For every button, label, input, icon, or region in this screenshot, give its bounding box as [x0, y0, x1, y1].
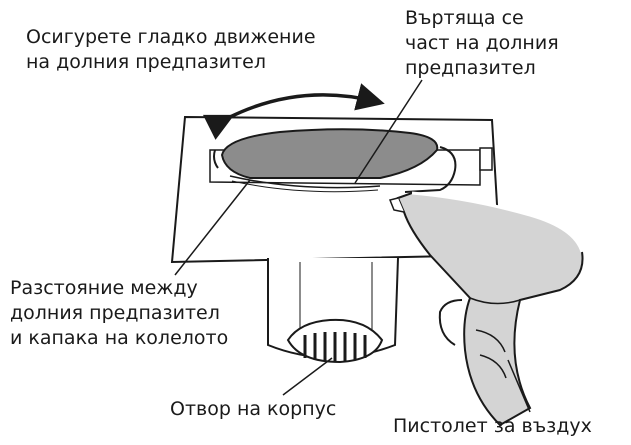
label-air-gun: Пистолет за въздух — [393, 415, 592, 437]
label-housing-opening: Отвор на корпус — [170, 398, 337, 420]
label-smooth-motion-line-1: Осигурете гладко движение — [26, 26, 316, 48]
label-rotating-part-line-3: предпазител — [405, 57, 536, 79]
label-gap-line-1: Разстояние между — [10, 277, 198, 299]
leader-lines — [174, 79, 531, 413]
label-smooth-motion-line-2: на долния предпазител — [26, 51, 266, 73]
double-arrow-icon — [202, 83, 385, 140]
housing-vent — [286, 318, 384, 364]
air-gun-icon — [388, 191, 584, 427]
label-gap-line-2: долния предпазител — [10, 302, 220, 324]
label-rotating-part-line-1: Въртяща се — [405, 7, 524, 29]
lower-guard — [213, 128, 493, 193]
label-gap-line-3: и капака на колелото — [10, 327, 229, 349]
label-gap: Разстояние между долния предпазител и ка… — [10, 276, 228, 351]
label-rotating-part: Въртяща се част на долния предпазител — [405, 6, 559, 81]
label-smooth-motion: Осигурете гладко движение на долния пред… — [26, 25, 316, 75]
label-rotating-part-line-2: част на долния — [405, 32, 559, 54]
